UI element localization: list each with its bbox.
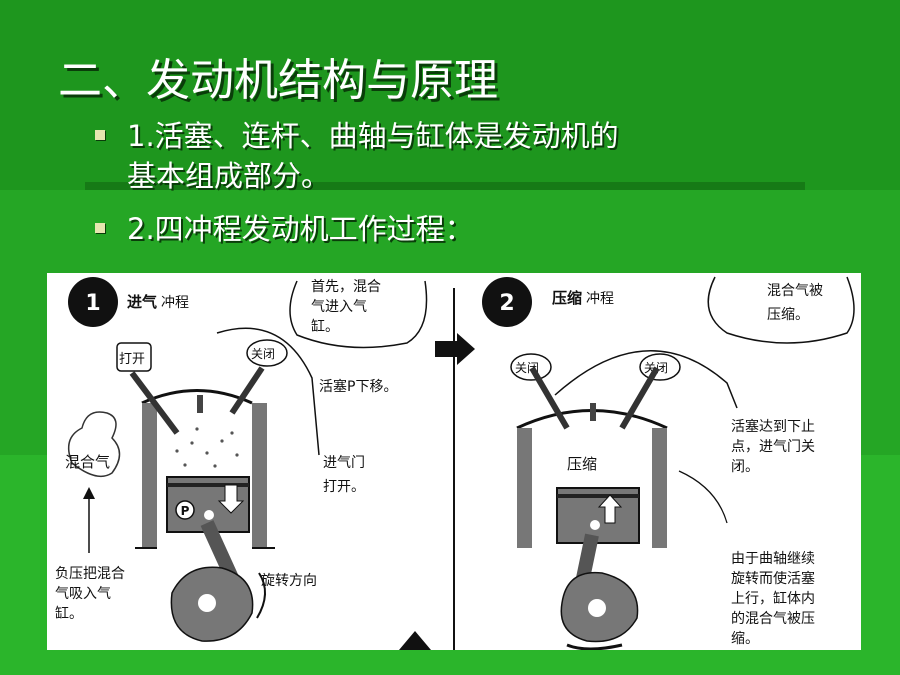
bubble-2-line-1: 混合气被 xyxy=(767,283,823,299)
bullet-1-line-2: 基本组成部分。 xyxy=(127,159,331,193)
background-band-mid xyxy=(85,182,805,190)
exhaust-valve-2 xyxy=(619,366,660,430)
step-badge-1 xyxy=(68,277,118,327)
callout-line-1 xyxy=(216,327,320,456)
negative-line-1: 负压把混合 xyxy=(55,566,125,582)
intake-valve-2 xyxy=(529,366,570,430)
bdc-pointer xyxy=(678,470,728,524)
spark-plug-1 xyxy=(197,395,203,413)
speech-bubble-2 xyxy=(707,276,855,344)
piston-marker-1 xyxy=(175,500,195,520)
mixture-particles xyxy=(175,427,239,468)
bubble-1-line-1: 首先，混合 xyxy=(311,279,381,295)
piston-up-arrow xyxy=(597,494,623,524)
next-step-arrow xyxy=(435,333,475,365)
step-number-2: 2 xyxy=(499,291,514,316)
bullet-marker xyxy=(95,130,105,140)
crank-line-5: 缩。 xyxy=(731,631,759,647)
compress-label: 压缩 xyxy=(567,455,597,473)
mixture-label: 混合气 xyxy=(65,453,110,471)
negative-line-3: 缸。 xyxy=(55,605,83,622)
diagram-svg: 1 进气 冲程 首先，混合 气进入气 缸。 打开 关闭 活塞P下移。 进气门 打… xyxy=(55,276,855,650)
bdc-line-3: 闭。 xyxy=(731,459,759,475)
negative-line-2: 气吸入气 xyxy=(55,586,111,602)
crank-line-3: 上行，缸体内 xyxy=(731,590,815,607)
piston-down-arrow xyxy=(217,484,245,514)
stroke-title-1: 冲程 xyxy=(161,295,189,311)
step-badge-2 xyxy=(482,277,532,327)
cylinder-wall-left-1 xyxy=(142,403,157,548)
stroke-title-bold-1: 进气 xyxy=(127,293,157,311)
bullet-marker xyxy=(95,223,105,233)
crank-line-4: 的混合气被压 xyxy=(731,611,815,627)
bdc-line-2: 点，进气门关 xyxy=(731,439,815,455)
cylinder-wall-right-1 xyxy=(252,403,267,548)
crank-line-1: 由于曲轴继续 xyxy=(731,550,815,567)
mixture-cloud xyxy=(67,411,121,478)
cylinder-wall-left-2 xyxy=(517,428,532,548)
piston-down-label: 活塞P下移。 xyxy=(319,378,397,395)
bullet-2-line-1: 2.四冲程发动机工作过程： xyxy=(127,212,474,246)
down-step-arrow xyxy=(399,631,431,650)
label-bubble-closed xyxy=(246,339,288,367)
label-bubble-closed-left xyxy=(510,353,552,381)
label-bubble-closed-right xyxy=(639,353,681,381)
callout-line-2 xyxy=(554,350,738,409)
background-band-dark xyxy=(0,0,900,190)
bubble-2-line-2: 压缩。 xyxy=(767,307,809,323)
rotation-arrow-1 xyxy=(256,572,266,619)
bubble-1-line-3: 缸。 xyxy=(311,318,339,335)
cylinder-wall-right-2 xyxy=(652,428,667,548)
connecting-rod-1 xyxy=(200,520,239,581)
intake-valve-1 xyxy=(129,371,180,435)
bullet-1-line-1: 1.活塞、连杆、曲轴与缸体是发动机的 xyxy=(127,119,619,153)
piston-letter: P xyxy=(181,504,190,518)
spark-plug-2 xyxy=(590,403,596,421)
exhaust-valve-1 xyxy=(229,366,265,415)
step-number-1: 1 xyxy=(85,291,100,316)
rotation-arrow-2 xyxy=(566,643,623,650)
label-closed: 关闭 xyxy=(251,347,275,361)
engine-stroke-diagram: 1 进气 冲程 首先，混合 气进入气 缸。 打开 关闭 活塞P下移。 进气门 打… xyxy=(47,273,861,650)
bdc-line-1: 活塞达到下止 xyxy=(731,418,815,435)
stroke-title-2: 冲程 xyxy=(586,291,614,307)
stroke-title-bold-2: 压缩 xyxy=(552,289,582,307)
speech-bubble-1 xyxy=(289,280,428,349)
label-box-open xyxy=(116,342,152,372)
intake-label-line-1: 进气门 xyxy=(323,455,365,471)
intake-label-line-2: 打开。 xyxy=(323,478,365,495)
page-title: 二、发动机结构与原理 xyxy=(58,55,498,106)
mixture-up-arrow xyxy=(83,487,95,499)
bubble-1-line-2: 气进入气 xyxy=(311,299,367,315)
crank-line-2: 旋转而使活塞 xyxy=(731,570,815,587)
rotation-label: 旋转方向 xyxy=(261,573,317,589)
label-open: 打开 xyxy=(119,352,145,367)
